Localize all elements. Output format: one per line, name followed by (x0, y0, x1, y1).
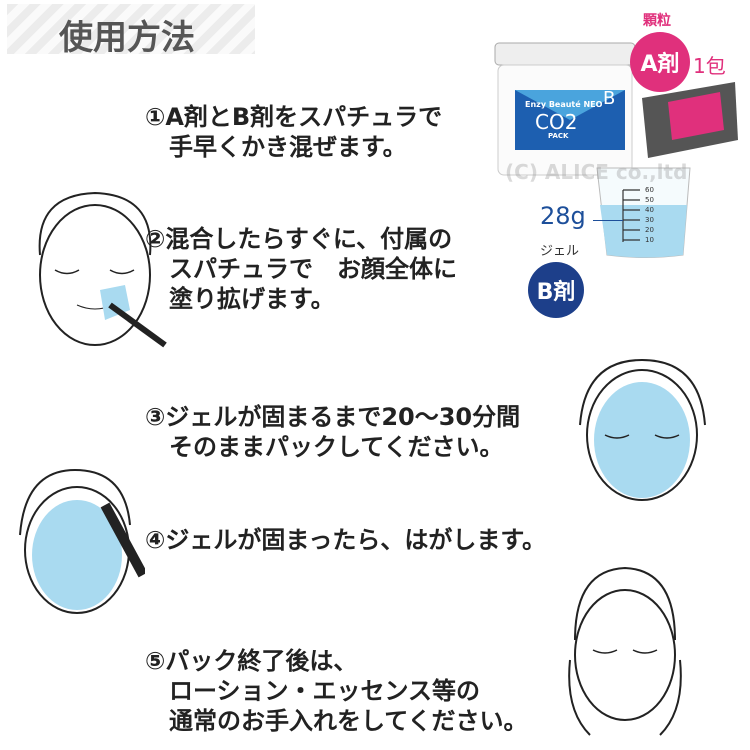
step-line: 塗り拡げます。 (169, 285, 335, 313)
step-1: ①A剤とB剤をスパチュラで 手早くかき混ぜます。 (145, 102, 442, 162)
jar-letter: B (603, 88, 616, 109)
step-line: 通常のお手入れをしてください。 (169, 707, 528, 735)
tick: 20 (645, 226, 654, 234)
jar-brand: Enzy Beauté NEO (525, 100, 603, 109)
amount-label: 28g (540, 202, 586, 230)
step-3: ③ジェルが固まるまで20〜30分間そのままパックしてください。 (145, 402, 520, 462)
tick: 10 (645, 236, 654, 244)
beaker-scale: 60 50 40 30 20 10 (645, 185, 654, 245)
tick: 50 (645, 196, 654, 204)
b-caption: ジェル (540, 244, 580, 259)
step-line: そのままパックしてください。 (169, 433, 504, 461)
step-line: ③ジェルが固まるまで20〜30分間 (145, 403, 521, 431)
jar-sub: PACK (548, 132, 569, 140)
tick: 60 (645, 186, 654, 194)
tick: 40 (645, 206, 654, 214)
section-header: 使用方法 (7, 4, 255, 58)
face-peeling-illustration (19, 468, 145, 614)
step-line: 手早くかき混ぜます。 (145, 133, 407, 161)
step-5: ⑤パック終了後は、ローション・エッセンス等の通常のお手入れをしてください。 (145, 646, 528, 736)
arrow-icon (593, 220, 623, 221)
tick: 30 (645, 216, 654, 224)
a-caption: 顆粒 (643, 13, 671, 29)
beaker-illustration (596, 167, 691, 258)
step-line: ④ジェルが固まったら、はがします。 (145, 526, 546, 554)
a-quantity: 1包 (693, 54, 726, 78)
step-line: ローション・エッセンス等の (169, 677, 481, 705)
step-line: スパチュラで お顔全体に (169, 255, 457, 283)
sachet-illustration (642, 82, 738, 158)
b-badge: B剤 (528, 262, 584, 318)
jar-illustration (494, 42, 636, 176)
section-title: 使用方法 (59, 18, 195, 58)
face-skincare-illustration (568, 566, 682, 736)
step-line: ②混合したらすぐに、付属の (145, 225, 453, 253)
step-2: ②混合したらすぐに、付属のスパチュラで お顔全体に塗り拡げます。 (145, 224, 457, 314)
face-spreading-illustration (38, 191, 167, 348)
a-badge: A剤 (630, 32, 690, 92)
step-4: ④ジェルが固まったら、はがします。 (145, 525, 546, 555)
watermark: (C) ALICE co.,ltd (505, 160, 688, 184)
face-pack-illustration (579, 358, 706, 501)
jar-name: CO2 (535, 110, 578, 134)
step-line: ⑤パック終了後は、 (145, 647, 358, 675)
step-line: ①A剤とB剤をスパチュラで (145, 103, 443, 131)
